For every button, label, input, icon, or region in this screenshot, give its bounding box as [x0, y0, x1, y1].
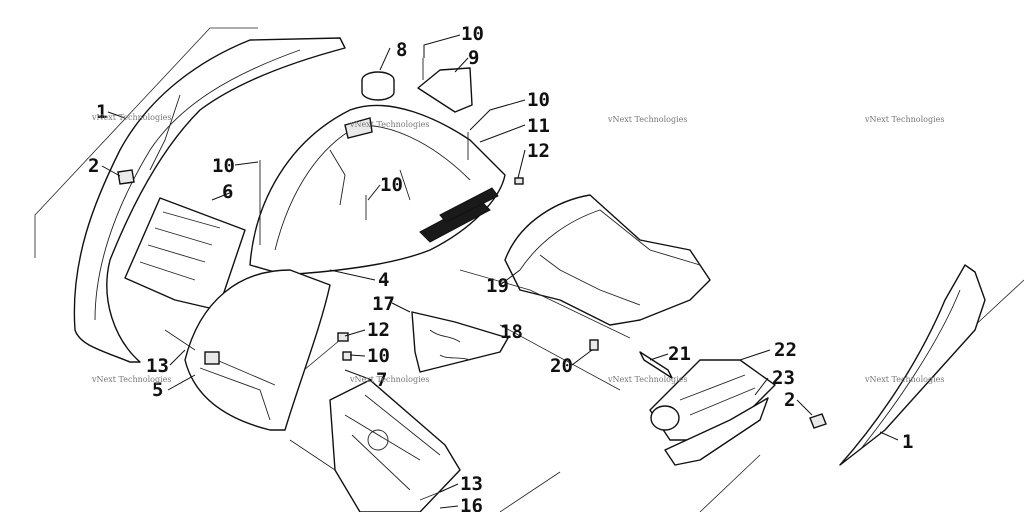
watermarks: vNext Technologies vNext Technologies vN… — [91, 113, 944, 384]
lower-front-panel — [184, 269, 331, 431]
belly-pan — [329, 379, 461, 512]
callout-10-c: 10 — [527, 89, 550, 111]
callout-10-e: 10 — [367, 345, 390, 367]
left-side-panel — [73, 37, 346, 363]
callout-1-left: 1 — [96, 101, 107, 123]
windshield — [411, 311, 509, 373]
watermark-5: vNext Technologies — [91, 375, 171, 384]
callout-17: 17 — [372, 293, 395, 315]
fasteners — [164, 58, 599, 501]
callout-2-left: 2 — [88, 155, 99, 177]
right-side-panel — [809, 264, 986, 466]
callout-5: 5 — [152, 379, 163, 401]
callout-16: 16 — [460, 495, 483, 512]
watermark-1: vNext Technologies — [91, 113, 171, 122]
callouts: 1 2 6 10 8 10 9 10 11 12 10 4 17 12 10 7… — [88, 23, 913, 512]
grommet — [361, 71, 395, 101]
main-nose-hood — [249, 104, 506, 276]
storage-tray — [504, 194, 711, 326]
callout-11: 11 — [527, 115, 550, 137]
callout-13-a: 13 — [146, 355, 169, 377]
callout-8: 8 — [396, 39, 407, 61]
callout-12-a: 12 — [527, 140, 550, 162]
callout-19: 19 — [486, 275, 509, 297]
callout-20: 20 — [550, 355, 573, 377]
bracket — [417, 67, 473, 113]
muffler — [639, 351, 776, 466]
callout-10-a: 10 — [212, 155, 235, 177]
callout-4: 4 — [378, 269, 389, 291]
callout-18: 18 — [500, 321, 523, 343]
callout-9: 9 — [468, 47, 479, 69]
watermark-7: vNext Technologies — [607, 375, 687, 384]
callout-23: 23 — [772, 367, 795, 389]
leader-lines — [101, 34, 899, 509]
group-18-frame — [459, 269, 631, 391]
callout-2-right: 2 — [784, 389, 795, 411]
watermark-3: vNext Technologies — [607, 115, 687, 124]
callout-21: 21 — [668, 343, 691, 365]
callout-13-b: 13 — [460, 473, 483, 495]
callout-22: 22 — [774, 339, 797, 361]
callout-1-right: 1 — [902, 431, 913, 453]
callout-12-b: 12 — [367, 319, 390, 341]
callout-10-d: 10 — [380, 174, 403, 196]
watermark-4: vNext Technologies — [864, 115, 944, 124]
vent-grille — [124, 197, 246, 311]
callout-10-b: 10 — [461, 23, 484, 45]
callout-7: 7 — [376, 369, 387, 391]
watermark-8: vNext Technologies — [864, 375, 944, 384]
watermark-6: vNext Technologies — [349, 375, 429, 384]
callout-6: 6 — [222, 181, 233, 203]
watermark-2: vNext Technologies — [349, 120, 429, 129]
